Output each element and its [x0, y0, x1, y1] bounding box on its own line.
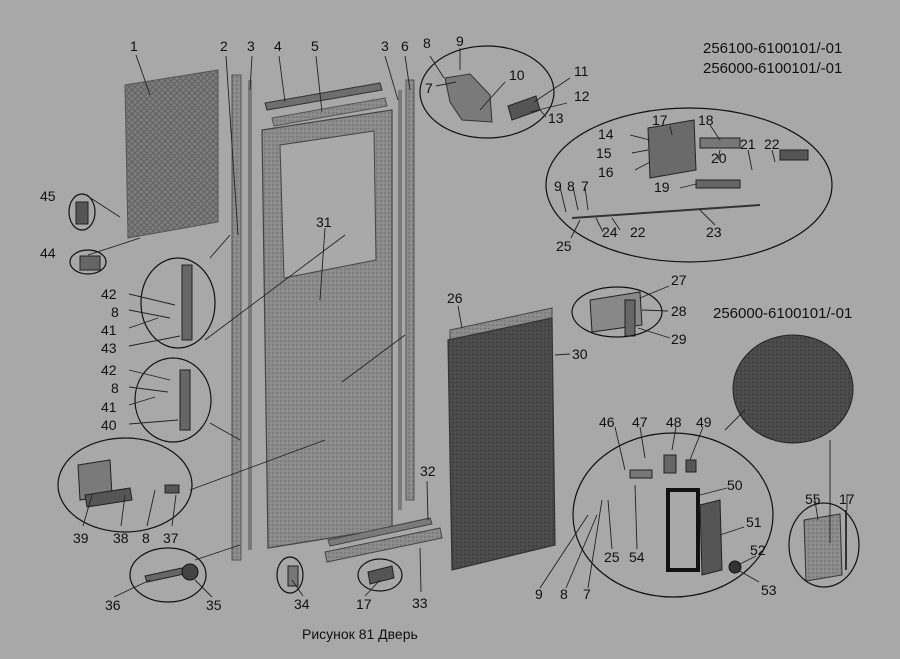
part-label: 5 — [311, 38, 319, 54]
part-label: 9 — [456, 33, 464, 49]
part-label: 54 — [629, 549, 645, 565]
top-strip-parts — [264, 82, 388, 127]
part-label: 53 — [761, 582, 777, 598]
part-label: 13 — [548, 110, 564, 126]
part-label: 48 — [666, 414, 682, 430]
part-label: 17 — [839, 491, 855, 507]
part-label: 27 — [671, 272, 687, 288]
part-label: 10 — [509, 67, 525, 83]
insulation-panel-part — [124, 69, 219, 239]
part-label: 41 — [101, 399, 117, 415]
part-label: 46 — [599, 414, 615, 430]
hinge-assembly-top — [444, 73, 541, 123]
bottom-strip-parts — [324, 517, 443, 563]
leader-lines — [82, 48, 848, 598]
part-label: 50 — [727, 477, 743, 493]
part-label: 49 — [696, 414, 712, 430]
part-label: 41 — [101, 322, 117, 338]
part-label: 45 — [40, 188, 56, 204]
part-label: 1 — [130, 38, 138, 54]
part-label: 33 — [412, 595, 428, 611]
part-label: 44 — [40, 245, 56, 261]
part-label: 6 — [401, 38, 409, 54]
part-label: 25 — [556, 238, 572, 254]
part-label: 8 — [111, 304, 119, 320]
part-label: 7 — [581, 178, 589, 194]
part-label: 22 — [630, 224, 646, 240]
part-label: 7 — [583, 586, 591, 602]
part-label: 16 — [598, 164, 614, 180]
door-frame — [261, 109, 393, 549]
part-label: 7 — [425, 80, 433, 96]
lock-assembly — [571, 119, 809, 219]
part-label: 11 — [574, 63, 589, 79]
part-label: 12 — [574, 88, 590, 104]
part-label: 9 — [535, 586, 543, 602]
part-label: 2 — [220, 38, 228, 54]
part-label: 25 — [604, 549, 620, 565]
part-label: 22 — [764, 136, 780, 152]
part-label: 9 — [554, 178, 562, 194]
part-label: 3 — [247, 38, 255, 54]
part-label: 15 — [596, 145, 612, 161]
part-label: 34 — [294, 596, 310, 612]
part-label: 36 — [105, 597, 121, 613]
part-label: 17 — [356, 596, 372, 612]
round-cover-part — [732, 334, 854, 582]
model-code-c: 256000-6100101/-01 — [713, 305, 852, 322]
part-label: 24 — [602, 224, 618, 240]
part-label: 21 — [740, 136, 756, 152]
handle-assembly — [629, 454, 742, 576]
model-code-a: 256100-6100101/-01 — [703, 40, 842, 57]
part-label: 32 — [420, 463, 436, 479]
part-label: 8 — [567, 178, 575, 194]
part-label: 29 — [671, 331, 687, 347]
part-label: 37 — [163, 530, 179, 546]
part-label: 4 — [274, 38, 282, 54]
part-label: 51 — [746, 514, 762, 530]
model-code-b: 256000-6100101/-01 — [703, 60, 842, 77]
part-label: 39 — [73, 530, 89, 546]
part-label: 31 — [316, 214, 332, 230]
part-label: 40 — [101, 417, 117, 433]
vertical-seal-strips — [231, 74, 415, 561]
part-label: 43 — [101, 340, 117, 356]
part-label: 19 — [654, 179, 670, 195]
part-label: 35 — [206, 597, 222, 613]
part-label: 14 — [598, 126, 614, 142]
hinge-part-28 — [589, 291, 643, 337]
part-label: 30 — [572, 346, 588, 362]
part-label: 42 — [101, 286, 117, 302]
hinge-detail-parts — [77, 264, 193, 508]
part-label: 8 — [423, 35, 431, 51]
figure-caption: Рисунок 81 Дверь — [302, 626, 418, 642]
part-label: 17 — [652, 112, 668, 128]
part-label: 55 — [805, 491, 821, 507]
part-label: 52 — [750, 542, 766, 558]
part-number-labels: 1 2 3 4 5 3 6 8 9 7 10 11 12 13 14 17 18… — [40, 33, 855, 613]
part-label: 26 — [447, 290, 463, 306]
part-label: 47 — [632, 414, 648, 430]
part-label: 42 — [101, 362, 117, 378]
part-label: 8 — [111, 380, 119, 396]
part-label: 38 — [113, 530, 129, 546]
part-label: 8 — [560, 586, 568, 602]
part-label: 3 — [381, 38, 389, 54]
part-label: 28 — [671, 303, 687, 319]
outer-door-panel — [447, 307, 556, 571]
detail-callout-outlines — [57, 45, 860, 603]
part-label: 20 — [711, 150, 727, 166]
part-label: 23 — [706, 224, 722, 240]
part-label: 8 — [142, 530, 150, 546]
part-label: 18 — [698, 112, 714, 128]
small-hardware-parts — [75, 201, 395, 587]
